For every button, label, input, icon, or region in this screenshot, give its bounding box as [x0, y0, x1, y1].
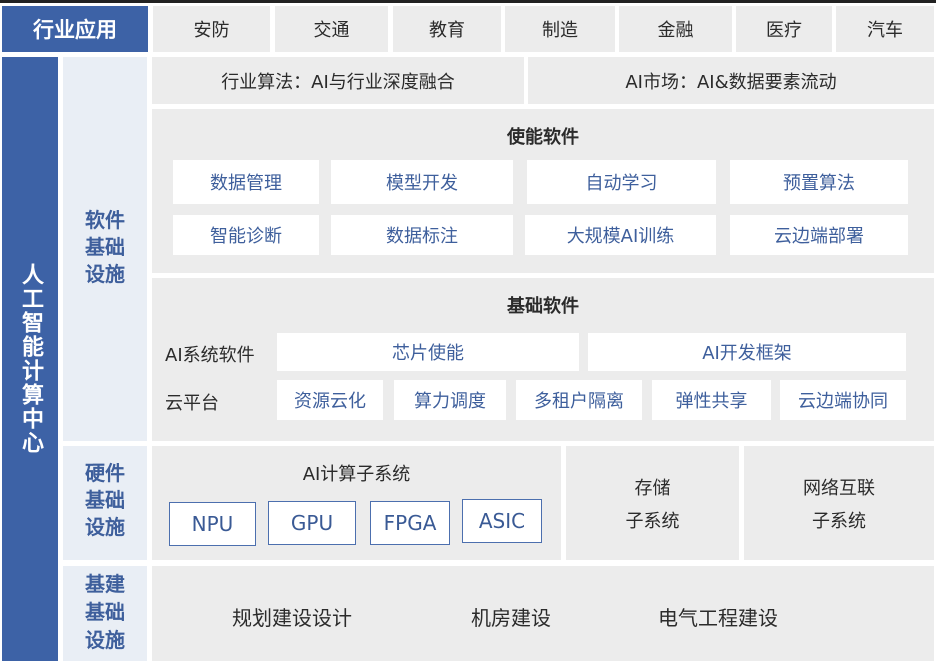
ai-system-software-label: AI系统软件: [165, 345, 255, 366]
software-infra-label-line2: 基础: [85, 235, 125, 259]
storage-subsystem: 存储 子系统: [566, 446, 739, 560]
hardware-infra-label-line1: 硬件: [85, 461, 125, 485]
enabling-software-panel: 使能软件 数据管理 模型开发 自动学习 预置算法 智能诊断 数据标注 大规模AI…: [152, 109, 934, 273]
basic-software-title: 基础软件: [507, 296, 579, 317]
base-infra-label-line1: 基建: [85, 572, 125, 596]
industry-item-medical: 医疗: [736, 6, 832, 52]
cloud-platform-label: 云平台: [165, 393, 219, 414]
ai-compute-subsystem-title: AI计算子系统: [302, 464, 411, 485]
software-infra-label: 软件 基础 设施: [63, 57, 147, 441]
enabling-software-title: 使能软件: [507, 127, 579, 148]
industry-item-transport: 交通: [275, 6, 388, 52]
base-item-planning-design: 规划建设设计: [232, 606, 352, 630]
cloud-item-elastic-sharing: 弹性共享: [652, 380, 771, 420]
chip-fpga: FPGA: [370, 501, 450, 545]
basic-software-panel: 基础软件 AI系统软件 芯片使能 AI开发框架 云平台 资源云化 算力调度 多租…: [152, 278, 934, 441]
hardware-infra-label-line3: 设施: [85, 515, 125, 539]
enabling-item-data-management: 数据管理: [173, 160, 319, 204]
cloud-item-cloud-edge-collab: 云边端协同: [780, 380, 906, 420]
industry-algorithm-banner: 行业算法：AI与行业深度融合: [152, 57, 524, 104]
industry-item-security: 安防: [153, 6, 270, 52]
chip-enablement-item: 芯片使能: [277, 333, 579, 371]
ai-market-banner: AI市场：AI&数据要素流动: [528, 57, 934, 104]
cloud-item-multi-tenant-isolation: 多租户隔离: [516, 380, 642, 420]
enabling-item-auto-learning: 自动学习: [527, 160, 716, 204]
base-item-electrical: 电气工程建设: [658, 606, 778, 630]
base-item-machine-room: 机房建设: [471, 606, 551, 630]
chip-gpu: GPU: [268, 501, 356, 545]
chip-asic: ASIC: [462, 499, 542, 543]
network-subsystem: 网络互联 子系统: [744, 446, 934, 560]
network-subsystem-line1: 网络互联: [803, 478, 875, 499]
industry-item-automotive: 汽车: [836, 6, 934, 52]
software-infra-label-line1: 软件: [85, 208, 125, 232]
storage-subsystem-line1: 存储: [634, 478, 671, 499]
top-edge: [0, 0, 936, 3]
industry-item-manufacturing: 制造: [505, 6, 615, 52]
software-infra-label-line3: 设施: [85, 262, 125, 286]
enabling-item-preset-algorithm: 预置算法: [730, 160, 908, 204]
enabling-item-model-dev: 模型开发: [331, 160, 513, 204]
enabling-item-data-labeling: 数据标注: [331, 215, 513, 255]
base-infra-label-line3: 设施: [85, 628, 125, 652]
industry-item-finance: 金融: [619, 6, 732, 52]
network-subsystem-line2: 子系统: [812, 511, 866, 532]
hardware-infra-label: 硬件 基础 设施: [63, 446, 147, 560]
base-infra-label: 基建 基础 设施: [63, 566, 147, 661]
hardware-infra-label-line2: 基础: [85, 488, 125, 512]
enabling-item-large-scale-training: 大规模AI训练: [525, 215, 716, 255]
base-infra-label-line2: 基础: [85, 600, 125, 624]
enabling-item-smart-diagnosis: 智能诊断: [173, 215, 319, 255]
industry-label: 行业应用: [2, 6, 148, 52]
ai-computing-center-text: 人工智能计算中心: [18, 263, 43, 455]
cloud-item-compute-scheduling: 算力调度: [394, 380, 506, 420]
ai-computing-center-label: 人工智能计算中心: [2, 57, 58, 661]
ai-dev-framework-item: AI开发框架: [588, 333, 906, 371]
ai-compute-subsystem-panel: AI计算子系统 NPU GPU FPGA ASIC: [152, 446, 561, 560]
cloud-item-resource-cloudify: 资源云化: [277, 380, 383, 420]
chip-npu: NPU: [169, 502, 256, 546]
base-infra-panel: 规划建设设计 机房建设 电气工程建设: [152, 566, 934, 661]
enabling-item-cloud-edge-deploy: 云边端部署: [730, 215, 908, 255]
storage-subsystem-line2: 子系统: [625, 511, 680, 532]
industry-item-education: 教育: [393, 6, 501, 52]
